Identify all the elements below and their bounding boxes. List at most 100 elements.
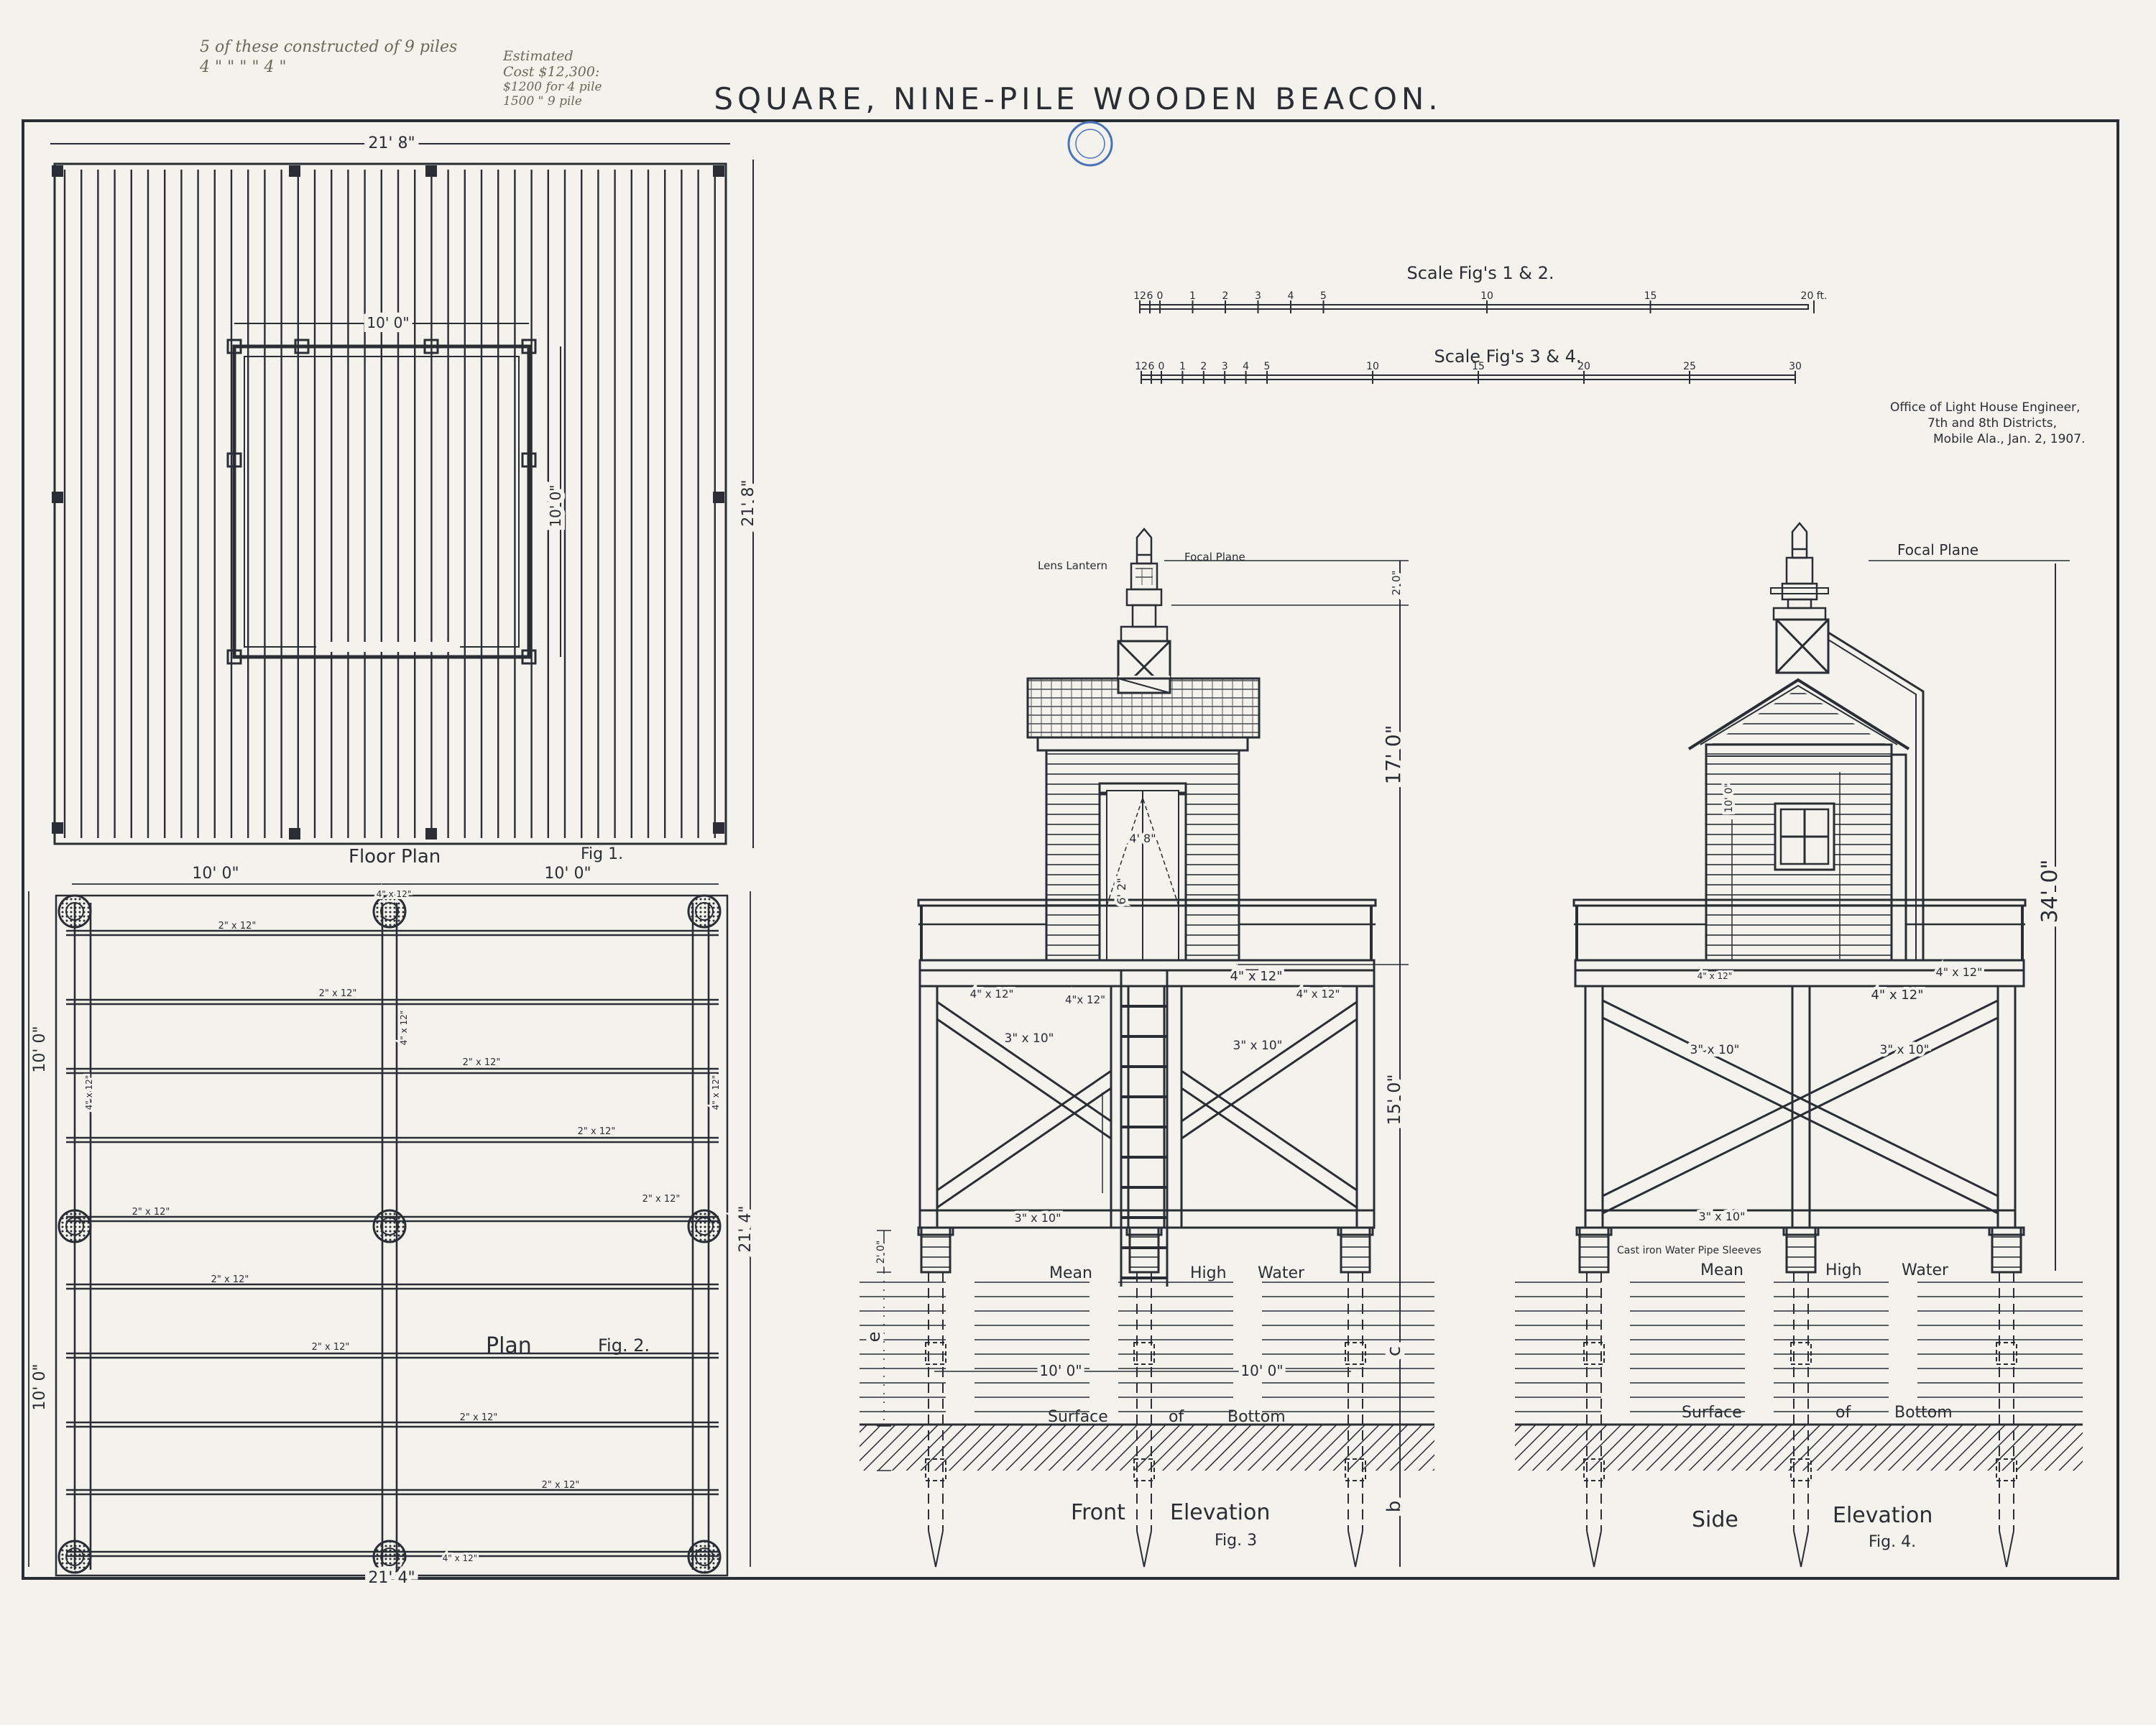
house-footprint — [232, 344, 531, 659]
fig2-fig: Fig. 2. — [598, 1335, 650, 1356]
fig4-water: Water — [1902, 1261, 1949, 1279]
fig4-brace-right: 3" x 10" — [1880, 1043, 1930, 1057]
fig4-brace-left: 3" x 10" — [1690, 1043, 1740, 1057]
fig2-dim-right: 21' 4" — [737, 1205, 755, 1252]
pile-top — [687, 894, 722, 929]
joist-label: 2" x 12" — [460, 1412, 498, 1423]
fig1-floor-plan: 21' 8" 21' 8" 10' 0" 10' 0" Floor Plan F… — [50, 129, 763, 868]
deck-post — [52, 822, 63, 834]
fig4-mean: Mean — [1700, 1261, 1743, 1279]
fig3-girder-4: 4"x 12" — [1065, 993, 1105, 1006]
deck-post — [713, 822, 724, 834]
joist-label: 2" x 12" — [218, 921, 257, 932]
scale-tick-label: 12 — [1135, 361, 1148, 372]
scale-tick-label: 20 — [1577, 361, 1590, 372]
fig2-girder-mid: 4" x 12" — [399, 1011, 409, 1046]
fig3-dim-2: 2' 0" — [875, 1241, 887, 1264]
scale-tick-label: 20 ft. — [1801, 290, 1828, 302]
handwritten-note: 5 of these constructed of 9 piles 4 " " … — [199, 38, 602, 109]
fig3-girder-right: 4" x 12" — [1296, 988, 1340, 1000]
scale-tick-label: 6 — [1148, 361, 1155, 372]
sleeve-cap — [1125, 1226, 1163, 1236]
pile-ring — [380, 1217, 399, 1236]
joist-label: 2" x 12" — [312, 1342, 350, 1353]
pile-band — [1996, 1342, 2017, 1365]
fig4-labels: Focal Plane 34' 0" 10' 0" 4" x 12" 4" x … — [1617, 541, 2068, 1551]
pile-ring — [695, 1217, 714, 1236]
pile-band — [925, 1342, 946, 1365]
pile-ring — [65, 902, 84, 921]
house-post — [521, 339, 537, 354]
joist-label: 2" x 12" — [132, 1207, 170, 1218]
pile-tip — [1793, 1530, 1809, 1568]
office-block: Office of Light House Engineer, 7th and … — [1890, 400, 2085, 446]
scale-tick-label: 6 — [1147, 290, 1153, 302]
note-line-4: Cost $12,300: — [503, 64, 599, 80]
drawing-title: SQUARE, NINE-PILE WOODEN BEACON. — [714, 81, 1442, 116]
pile-ring — [695, 1547, 714, 1566]
note-line-6: 1500 " 9 pile — [503, 94, 582, 109]
fig3-water: Water — [1258, 1264, 1305, 1282]
fig3-brace-bottom: 3" x 10" — [1015, 1211, 1061, 1225]
scale-tick-label: 3 — [1222, 361, 1228, 372]
pile-tip — [1999, 1530, 2014, 1568]
joist-label: 2" x 12" — [642, 1194, 681, 1205]
scale-tick-label: 4 — [1288, 290, 1294, 302]
pile-top — [57, 894, 92, 929]
scale-tick-label: 15 — [1644, 290, 1657, 302]
pile-band — [1133, 1342, 1155, 1365]
fig1-dim-house-h: 10' 0" — [547, 484, 564, 527]
fig2-dim-bottom: 21' 4" — [368, 1569, 415, 1587]
pile-tip — [928, 1530, 944, 1568]
pile-top — [372, 1540, 407, 1574]
scale-tick-label: 1 — [1179, 361, 1186, 372]
scale-tick-label: 12 — [1133, 290, 1146, 302]
scale-tick-label: 2 — [1222, 290, 1229, 302]
fig3-dim-15: 15' 0" — [1384, 1074, 1404, 1125]
pile-band — [1790, 1342, 1812, 1365]
fig3-surface: Surface — [1048, 1408, 1108, 1426]
pile-top — [372, 894, 407, 929]
house-post — [226, 452, 242, 468]
pile-ring — [695, 902, 714, 921]
pile-ring — [380, 1547, 399, 1566]
fig3-spacing-right: 10' 0" — [1240, 1362, 1283, 1379]
house-post — [423, 339, 439, 354]
fig3-label: Front — [1071, 1500, 1125, 1525]
fig4-bottom: Bottom — [1894, 1404, 1953, 1422]
fig4-girder-right: 4" x 12" — [1936, 965, 1983, 979]
fig3-girder-left: 4" x 12" — [970, 988, 1014, 1000]
scale-tick-label: 3 — [1255, 290, 1261, 302]
pile-top — [687, 1209, 722, 1243]
pile-top — [57, 1209, 92, 1243]
scale-tick-label: 0 — [1158, 361, 1165, 372]
deck-post — [425, 828, 437, 840]
sleeve-cap — [1782, 1226, 1820, 1236]
office-line-1: Office of Light House Engineer, — [1890, 400, 2080, 415]
scale-tick-label: 10 — [1480, 290, 1493, 302]
pile-ring — [380, 902, 399, 921]
sleeve-cap — [1575, 1226, 1613, 1236]
fig3-dim-20: 2' 0" — [1390, 571, 1403, 596]
pile-top — [57, 1540, 92, 1574]
scale-tick-label: 5 — [1264, 361, 1271, 372]
pile-band — [1583, 1342, 1605, 1365]
deck-post — [713, 492, 724, 503]
scale-tick-label: 0 — [1157, 290, 1164, 302]
fig2-dim-top-left: 10' 0" — [192, 865, 239, 883]
library-stamp — [1067, 121, 1113, 167]
fig4-high: High — [1825, 1261, 1862, 1279]
fig2-dim-left-bottom: 10' 0" — [31, 1363, 49, 1410]
fig3-door-width: 4' 8" — [1129, 832, 1156, 845]
fig2-girder-top: 4" x 12" — [377, 889, 412, 899]
note-line-2: 4 " " " " 4 " — [199, 58, 287, 76]
fig3-dim-17: 17' 0" — [1381, 725, 1405, 785]
fig3-label-2: Elevation — [1170, 1500, 1270, 1525]
pile-band — [1345, 1342, 1366, 1365]
joist-label: 2" x 12" — [319, 988, 357, 999]
scale-fig12-label: Scale Fig's 1 & 2. — [1406, 263, 1554, 283]
deck-post — [52, 165, 63, 177]
fig4-brace-bottom: 3" x 10" — [1699, 1210, 1746, 1223]
house-post — [521, 452, 537, 468]
